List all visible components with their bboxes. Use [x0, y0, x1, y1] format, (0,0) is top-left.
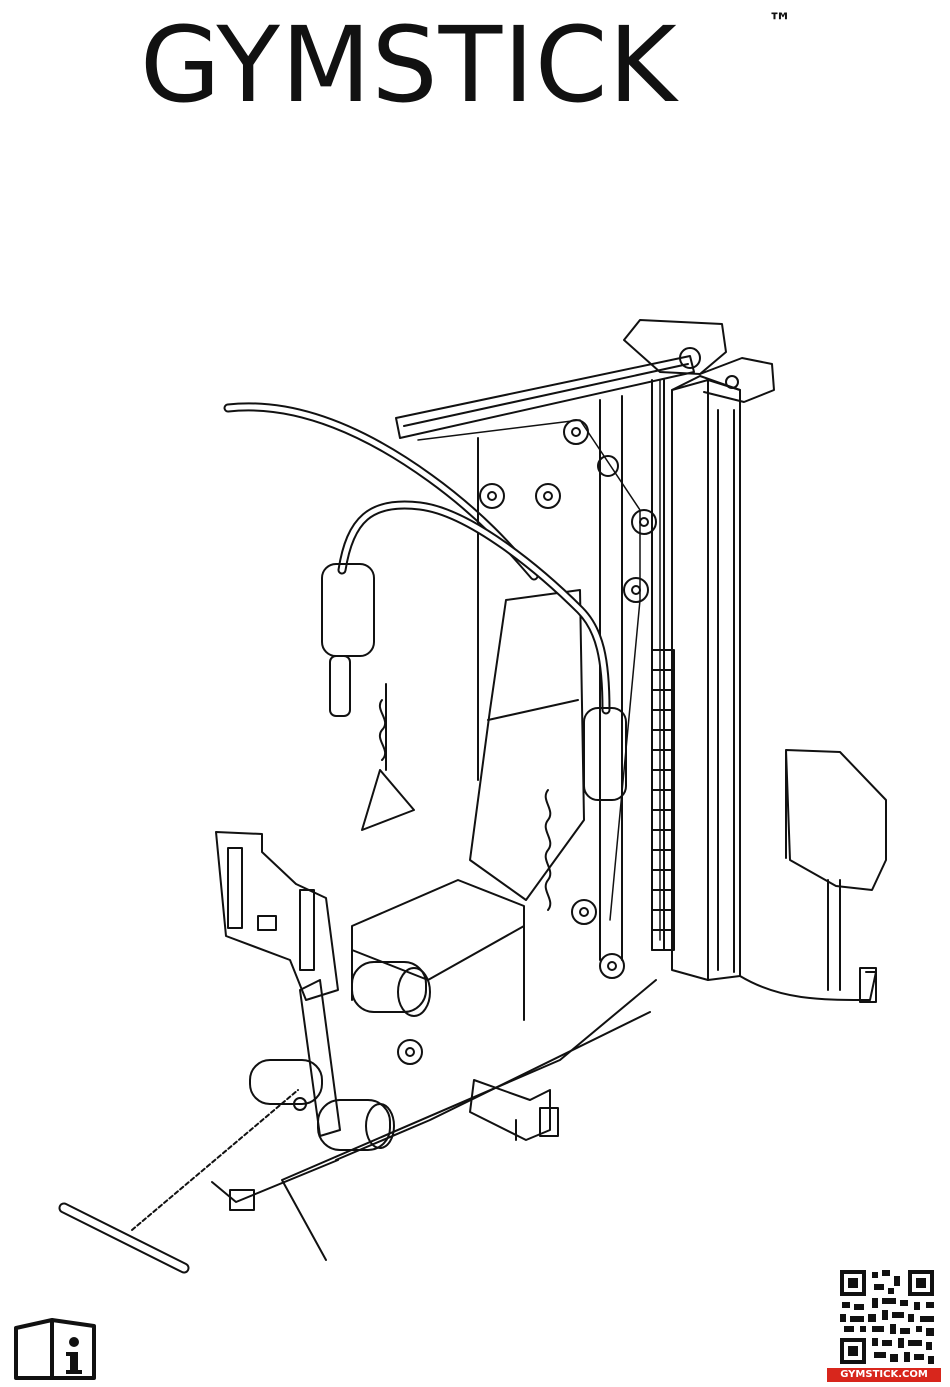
left-arm-pad: [322, 564, 374, 656]
home-gym-illustration: [0, 300, 950, 1300]
side-pad: [740, 750, 886, 1002]
right-arm-pad: [584, 708, 626, 800]
press-arm: [342, 505, 606, 710]
leg-plate: [216, 832, 338, 1000]
stirrup-handle: [362, 684, 414, 830]
main-column: [672, 376, 740, 980]
top-arm: [396, 356, 694, 438]
backrest: [470, 590, 584, 900]
brand-logo-text: GYMSTICK: [140, 0, 678, 130]
seat: [352, 880, 524, 980]
qr-code-icon: [838, 1268, 936, 1366]
top-head: [624, 320, 774, 402]
trademark-symbol: ™: [768, 8, 792, 36]
brand-header: GYMSTICK ™: [0, 0, 950, 130]
info-manual-icon: [12, 1316, 98, 1382]
lat-pulldown-bar: [228, 407, 534, 576]
qr-caption-url: GYMSTICK.COM: [827, 1368, 941, 1382]
upper-roller: [352, 962, 426, 1012]
ankle-bar: [64, 1090, 306, 1268]
base-frame: [212, 980, 656, 1260]
pulleys: [398, 420, 656, 1064]
